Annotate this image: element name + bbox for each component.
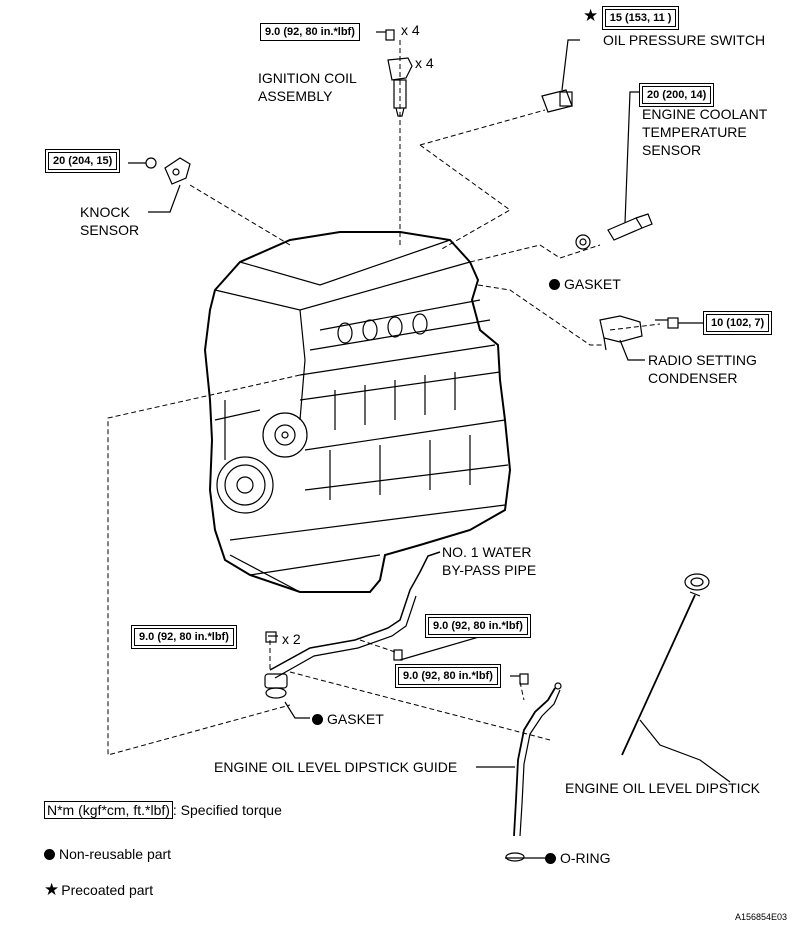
coolant-sensor (575, 91, 653, 250)
precoated-star-icon: ★ (44, 880, 60, 899)
radio-setting-condenser (599, 315, 705, 361)
legend-non-reusable: Non-reusable part (44, 846, 171, 862)
torque-bypass-pipe-nut: 9.0 (92, 80 in.*lbf) (134, 628, 234, 646)
label-ignition-coil-line2: ASSEMBLY (258, 88, 333, 104)
torque-dipstick-guide-bolt: 9.0 (92, 80 in.*lbf) (398, 667, 498, 685)
legend-torque: N*m (kgf*cm, ft.*lbf): Specified torque (44, 801, 282, 819)
label-knock-sensor-line1: KNOCK (80, 204, 130, 220)
leader-lines (107, 40, 661, 756)
label-ignition-coil-line1: IGNITION COIL (258, 70, 357, 86)
non-reusable-dot-icon (312, 714, 323, 725)
label-coolant-sensor-line3: SENSOR (642, 142, 702, 158)
label-bypass-pipe-line1: NO. 1 WATER (442, 544, 532, 560)
non-reusable-dot-icon (44, 849, 55, 860)
torque-coolant-sensor: 20 (200, 14) (642, 86, 712, 104)
legend-precoated: ★Precoated part (44, 880, 154, 899)
engine-block (203, 231, 512, 593)
dipstick (621, 573, 731, 783)
torque-condenser-bolt: 10 (102, 7) (706, 314, 770, 332)
knock-sensor (145, 157, 191, 213)
label-coolant-sensor-line1: ENGINE COOLANT (642, 106, 768, 122)
label-leaders (128, 31, 668, 859)
label-gasket-top: GASKET (549, 276, 621, 293)
label-condenser-line1: RADIO SETTING (648, 352, 757, 368)
label-dipstick-guide: ENGINE OIL LEVEL DIPSTICK GUIDE (214, 759, 458, 775)
label-gasket-bottom: GASKET (312, 711, 384, 728)
label-bypass-pipe-line2: BY-PASS PIPE (442, 562, 537, 578)
multiplier-coil-bolt: x 4 (401, 22, 420, 38)
legend-torque-text: : Specified torque (172, 802, 282, 818)
label-condenser-line2: CONDENSER (648, 370, 738, 386)
label-coolant-sensor-line2: TEMPERATURE (642, 124, 747, 140)
legend-torque-box: N*m (kgf*cm, ft.*lbf) (44, 801, 173, 819)
label-dipstick: ENGINE OIL LEVEL DIPSTICK (565, 780, 761, 796)
oil-pressure-switch-callout: ★ 15 (153, 11 ) (583, 6, 677, 27)
precoated-star-icon: ★ (583, 6, 599, 25)
label-knock-sensor-line2: SENSOR (80, 222, 140, 238)
torque-knock-sensor: 20 (204, 15) (48, 152, 118, 170)
ignition-coil (385, 29, 413, 117)
multiplier-coil: x 4 (415, 55, 434, 71)
non-reusable-dot-icon (545, 853, 556, 864)
multiplier-pipe-nut: x 2 (282, 631, 301, 647)
non-reusable-dot-icon (549, 279, 560, 290)
water-bypass-pipe (264, 551, 529, 719)
figure-code: A156854E03 (735, 912, 788, 922)
torque-coil-bolt: 9.0 (92, 80 in.*lbf) (260, 23, 360, 41)
torque-bypass-pipe-bolt: 9.0 (92, 80 in.*lbf) (428, 617, 528, 635)
label-oil-pressure-switch: OIL PRESSURE SWITCH (603, 32, 766, 48)
dipstick-guide (505, 682, 562, 862)
oil-pressure-switch (541, 39, 580, 113)
torque-oil-pressure-switch: 15 (153, 11 ) (604, 9, 677, 27)
label-o-ring: O-RING (545, 850, 611, 867)
